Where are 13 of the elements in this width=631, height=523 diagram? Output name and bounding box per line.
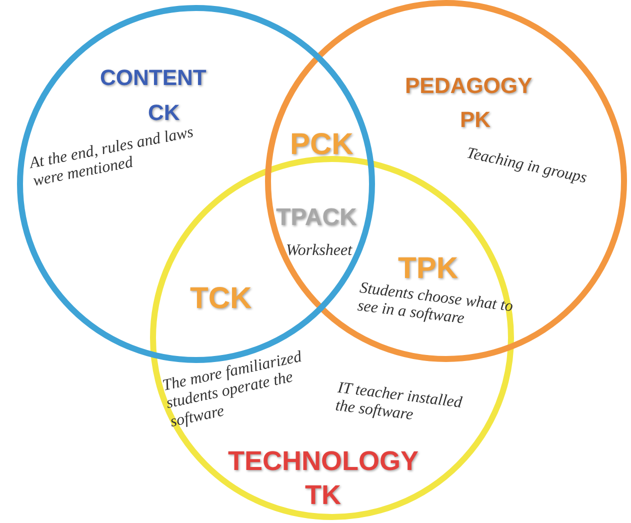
region-abbreviation: PCK	[290, 128, 354, 161]
region-abbreviation: TPACK	[276, 205, 357, 232]
set-heading: CONTENT	[100, 66, 206, 90]
example-note: Teaching in groups	[464, 144, 590, 189]
set-abbreviation: PK	[460, 108, 491, 132]
set-abbreviation: CK	[148, 101, 180, 126]
set-heading: TECHNOLOGY	[228, 447, 419, 477]
region-abbreviation: TCK	[190, 282, 252, 315]
example-note: IT teacher installed the software	[334, 379, 464, 426]
set-heading: PEDAGOGY	[405, 74, 532, 98]
example-note: At the end, rules and laws were mentioned	[28, 122, 196, 192]
set-abbreviation: TK	[305, 481, 341, 511]
example-note: Worksheet	[286, 242, 354, 260]
